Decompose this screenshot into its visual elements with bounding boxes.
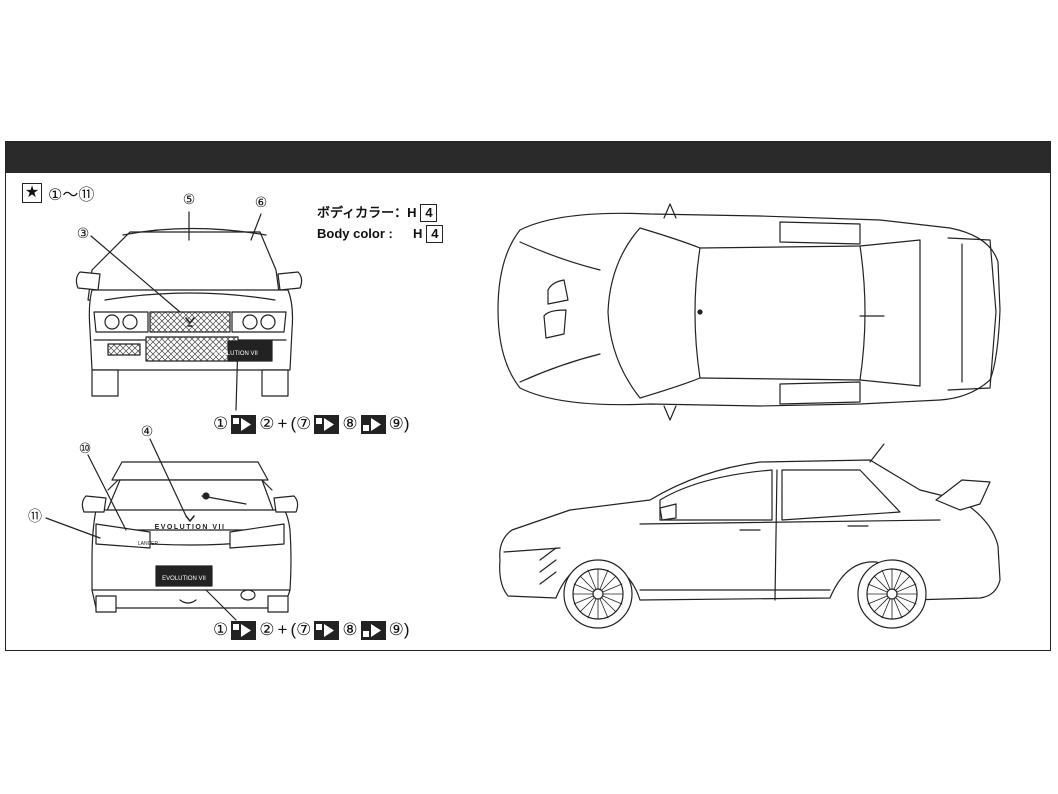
arrow-decal-icon (231, 620, 257, 640)
step-1: ① (213, 620, 229, 639)
plus-sign: + (277, 620, 288, 639)
decal-sequence-front: ① ② + (⑦ ⑧ ⑨) (213, 414, 410, 434)
plus-sign: + (277, 414, 288, 433)
step-9: ⑨) (388, 414, 410, 433)
body-color-jp: ボディカラー：H 4 (317, 202, 443, 223)
rear-plate-text: EVOLUTION VII (162, 576, 206, 582)
callout-3: ③ (76, 225, 90, 241)
callout-11: ⑪ (28, 508, 42, 524)
callout-10: ⑩ (78, 440, 92, 456)
top-view-drawing (497, 203, 1001, 421)
step-8: ⑧ (342, 414, 358, 433)
step-8: ⑧ (342, 620, 358, 639)
step-1: ① (213, 414, 229, 433)
arrow-decal-icon (360, 414, 386, 434)
front-wheel (563, 559, 633, 629)
body-color-en-label: Body color : (317, 226, 393, 241)
decal-legend: ★ ①～⑪ (22, 181, 94, 205)
body-color-en-prefix: H (413, 226, 423, 241)
callout-4: ④ (140, 423, 154, 439)
body-color-jp-code: 4 (420, 203, 438, 222)
body-color-spec: ボディカラー：H 4 Body color : H 4 (317, 202, 444, 244)
arrow-decal-icon (231, 414, 257, 434)
front-view-drawing (75, 211, 303, 411)
front-plate-text: EVOLUTION VII (214, 351, 258, 357)
step-2: ② (259, 414, 275, 433)
callout-6: ⑥ (254, 194, 268, 210)
step-2: ② (259, 620, 275, 639)
step-9: ⑨) (388, 620, 410, 639)
decal-sequence-rear: ① ② + (⑦ ⑧ ⑨) (213, 620, 410, 640)
decal-range: ①～⑪ (48, 187, 95, 204)
rear-wheel (857, 559, 927, 629)
callout-5: ⑤ (182, 191, 196, 207)
side-view-drawing (499, 443, 1001, 629)
body-color-jp-label: ボディカラー：H (317, 205, 417, 220)
arrow-decal-icon (314, 414, 340, 434)
body-color-en: Body color : H 4 (317, 223, 444, 244)
step-7: (⑦ (290, 620, 312, 639)
rear-maker-text: LANCER (138, 541, 159, 547)
star-icon: ★ (22, 183, 42, 203)
header-bar (6, 142, 1050, 173)
arrow-decal-icon (314, 620, 340, 640)
rear-badge-text: EVOLUTION VII (155, 524, 226, 531)
arrow-decal-icon (360, 620, 386, 640)
rear-view-drawing (45, 438, 299, 621)
step-7: (⑦ (290, 414, 312, 433)
body-color-en-code: 4 (426, 224, 444, 243)
